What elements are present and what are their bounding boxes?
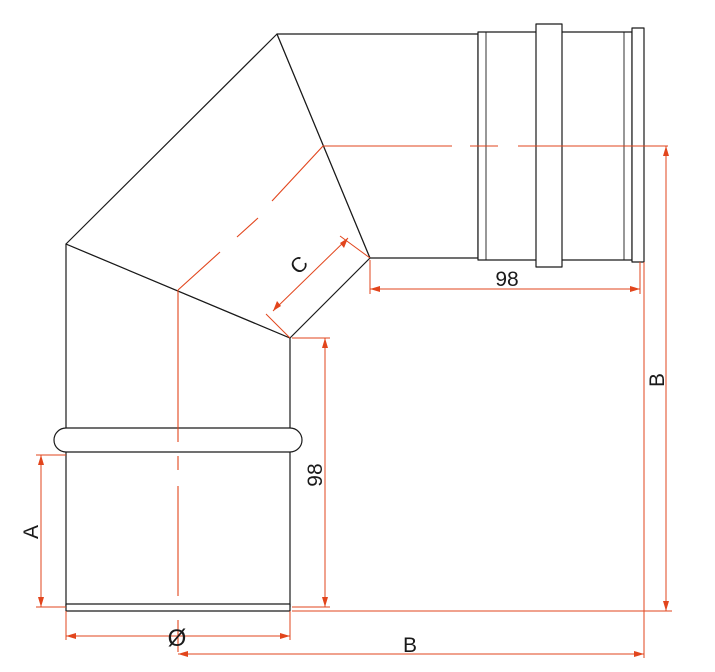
- dimension-top-length: 98: [369, 260, 641, 294]
- left-length-label: 98: [304, 463, 327, 486]
- diameter-label: Ø: [168, 625, 187, 652]
- dimension-left-length: 98: [292, 337, 330, 608]
- dimension-b-horizontal: B: [178, 262, 645, 658]
- b-vertical-label: B: [646, 373, 669, 387]
- dimension-b-vertical: B: [292, 146, 672, 612]
- center-line: [177, 145, 668, 652]
- dimension-a: A: [20, 454, 66, 608]
- a-label: A: [20, 525, 43, 539]
- sleeve-end-flange: [631, 27, 645, 263]
- b-horizontal-label: B: [403, 634, 417, 657]
- top-length-label: 98: [495, 268, 518, 291]
- dimension-diameter: Ø: [65, 611, 291, 652]
- bottom-lip: [65, 603, 291, 612]
